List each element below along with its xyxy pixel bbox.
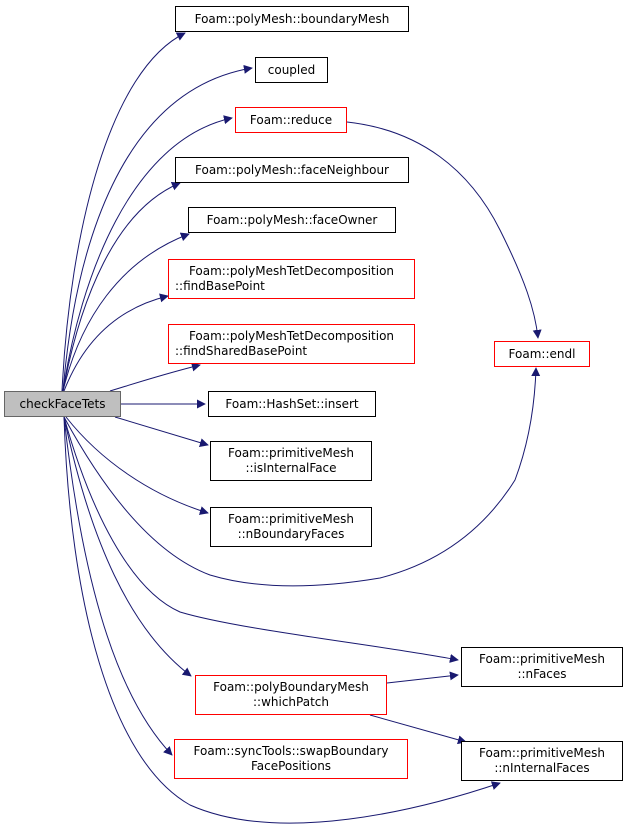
edge-root-to-findSharedBasePoint [109, 362, 201, 392]
edge-reduce-to-endl [346, 121, 542, 339]
node-label-line-1: Foam::primitiveMesh [228, 512, 354, 526]
edge-root-to-faceOwner [62, 232, 190, 392]
node-reduce[interactable]: Foam::reduce [235, 107, 347, 133]
edge-whichPatch-to-nInternalFaces [369, 714, 467, 745]
node-label: checkFaceTets [19, 396, 106, 411]
node-label-line-1: Foam::primitiveMesh [228, 446, 354, 460]
node-nBoundaryFaces[interactable]: Foam::primitiveMesh ::nBoundaryFaces [210, 507, 372, 547]
node-label-line-2: ::findBasePoint [175, 279, 265, 293]
node-label-line-1: Foam::primitiveMesh [479, 746, 605, 760]
node-findSharedBasePoint[interactable]: Foam::polyMeshTetDecomposition ::findSha… [168, 324, 415, 364]
node-faceOwner[interactable]: Foam::polyMesh::faceOwner [188, 207, 396, 233]
edge-root-to-boundaryMesh [61, 32, 186, 392]
edge-root-to-endl [63, 367, 541, 587]
node-label-line-2: ::nBoundaryFaces [237, 527, 345, 541]
node-label-line-1: Foam::primitiveMesh [479, 652, 605, 666]
edge-root-to-nFaces [63, 416, 459, 663]
node-label: coupled [267, 62, 316, 77]
node-label-line-2: ::findSharedBasePoint [175, 344, 308, 358]
node-label-line-1: Foam::polyBoundaryMesh [213, 680, 369, 694]
edge-root-to-nInternalFaces [63, 416, 501, 824]
edge-root-to-reduce [62, 115, 233, 392]
node-label: Foam::polyMesh::faceNeighbour [195, 162, 389, 177]
node-nFaces[interactable]: Foam::primitiveMesh ::nFaces [461, 647, 623, 687]
node-checkFaceTets: checkFaceTets [4, 391, 121, 417]
node-label-line-2: ::nFaces [517, 667, 567, 681]
node-label-line-2: ::isInternalFace [245, 461, 337, 475]
node-label-line-2: ::nInternalFaces [494, 761, 590, 775]
edge-root-to-swapBoundary [63, 416, 173, 756]
node-faceNeighbour[interactable]: Foam::polyMesh::faceNeighbour [175, 157, 409, 183]
node-label: Foam::endl [508, 346, 576, 361]
node-label-line-1: Foam::syncTools::swapBoundary [193, 744, 389, 758]
node-swapBoundaryFacePositions[interactable]: Foam::syncTools::swapBoundary FacePositi… [174, 739, 408, 779]
node-isInternalFace[interactable]: Foam::primitiveMesh ::isInternalFace [210, 441, 372, 481]
node-label: Foam::reduce [249, 112, 333, 127]
node-label: Foam::polyMesh::boundaryMesh [194, 11, 390, 26]
edge-root-to-coupled [62, 64, 253, 392]
node-label-line-2: FacePositions [250, 759, 332, 773]
edge-root-to-findBasePoint [63, 293, 169, 392]
node-HashSet-insert[interactable]: Foam::HashSet::insert [208, 391, 376, 417]
node-label-line-2: ::whichPatch [252, 695, 329, 709]
node-boundaryMesh[interactable]: Foam::polyMesh::boundaryMesh [175, 6, 409, 32]
edge-root-to-whichPatch [63, 416, 192, 677]
node-label: Foam::HashSet::insert [225, 396, 359, 411]
edge-root-to-isInternalFace [114, 416, 209, 447]
edge-root-to-faceNeighbour [62, 181, 181, 392]
node-label-line-1: Foam::polyMeshTetDecomposition [188, 264, 395, 278]
node-whichPatch[interactable]: Foam::polyBoundaryMesh ::whichPatch [195, 675, 387, 715]
edge-root-to-nBoundaryFaces [65, 416, 209, 515]
node-endl[interactable]: Foam::endl [494, 341, 590, 367]
edge-whichPatch-to-nFaces [386, 671, 459, 684]
node-nInternalFaces[interactable]: Foam::primitiveMesh ::nInternalFaces [461, 741, 623, 781]
node-label-line-1: Foam::polyMeshTetDecomposition [188, 329, 395, 343]
node-findBasePoint[interactable]: Foam::polyMeshTetDecomposition ::findBas… [168, 259, 415, 299]
node-label: Foam::polyMesh::faceOwner [206, 212, 378, 227]
node-coupled[interactable]: coupled [255, 57, 328, 83]
